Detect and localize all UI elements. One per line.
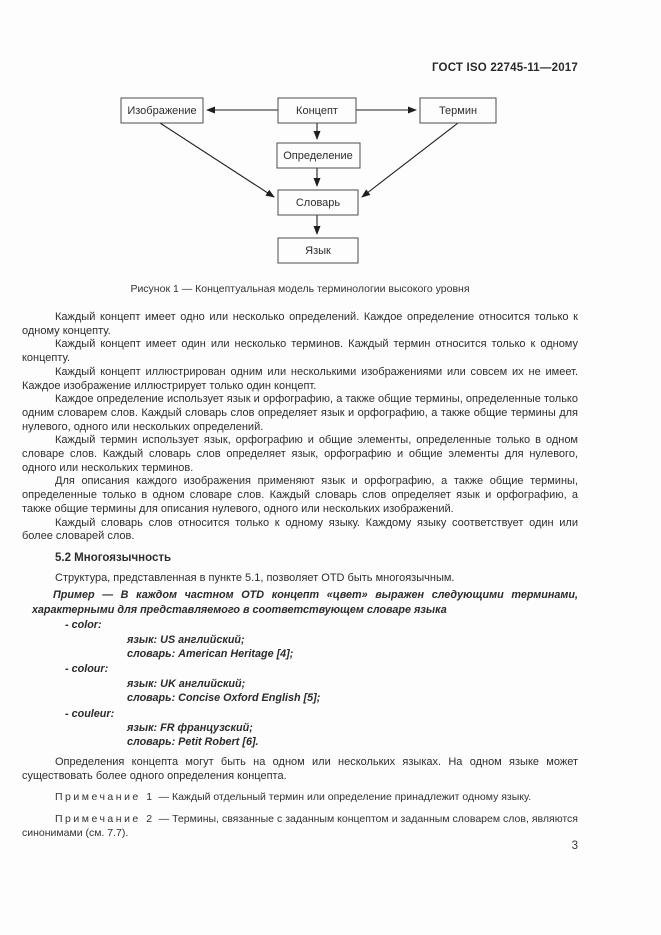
figure-caption: Рисунок 1 — Концептуальная модель термин… <box>130 283 470 295</box>
svg-text:Изображение: Изображение <box>127 105 196 117</box>
note-text: — Термины, связанные с заданным концепто… <box>22 813 578 839</box>
diagram-arrow-image-dictionary <box>159 122 275 198</box>
note-text: — Каждый отдельный термин или определени… <box>158 791 532 804</box>
svg-text:Язык: Язык <box>305 245 331 257</box>
body-paragraph: Каждый концепт имеет одно или несколько … <box>22 311 578 337</box>
example-block: Пример — В каждом частном OTD концепт «ц… <box>32 588 578 749</box>
diagram-arrow-term-dictionary <box>361 122 459 198</box>
section-intro-paragraph: Структура, представленная в пункте 5.1, … <box>55 571 455 584</box>
note-label: Примечание 2 <box>55 813 155 826</box>
diagram-node-concept: Концепт <box>277 97 357 124</box>
diagram-node-definition: Определение <box>276 142 361 169</box>
example-term: - color: <box>65 619 102 632</box>
body-paragraph: Каждое определение использует язык и орф… <box>22 393 578 433</box>
document-body: Каждый концепт имеет одно или несколько … <box>22 311 578 841</box>
example-term: - colour: <box>65 663 109 676</box>
example-detail: словарь: Concise Oxford English [5]; <box>127 692 321 705</box>
example-lead: Пример — В каждом частном OTD концепт «ц… <box>32 589 578 616</box>
body-paragraph: Каждый концепт имеет один или несколько … <box>22 338 578 365</box>
example-detail: словарь: American Heritage [4]; <box>127 647 294 660</box>
diagram-node-image: Изображение <box>120 97 204 124</box>
note: Примечание 1— Каждый отдельный термин ил… <box>22 791 578 805</box>
body-paragraph: Каждый термин использует язык, орфографи… <box>22 434 578 474</box>
example-detail: язык: US английский; <box>127 633 245 646</box>
example-detail: словарь: Petit Robert [6]. <box>127 736 259 749</box>
section-heading: 5.2 Многоязычность <box>55 551 172 564</box>
document-header: ГОСТ ISO 22745-11—2017 <box>0 0 661 74</box>
example-detail: язык: UK английский; <box>127 677 246 690</box>
diagram-node-language: Язык <box>277 237 359 264</box>
standard-number: ГОСТ ISO 22745-11—2017 <box>431 62 578 74</box>
body-paragraph: Каждый словарь слов относится только к о… <box>22 516 578 543</box>
example-detail: язык: FR французский; <box>127 722 253 735</box>
svg-text:Концепт: Концепт <box>296 105 338 117</box>
page-number: 3 <box>571 840 578 852</box>
body-paragraph: Каждый концепт иллюстрирован одним или н… <box>22 365 578 392</box>
diagram-node-term: Термин <box>419 97 497 124</box>
example-term: - couleur: <box>65 707 115 720</box>
diagram-node-dictionary: Словарь <box>277 189 359 216</box>
svg-text:Определение: Определение <box>283 150 353 162</box>
svg-text:Термин: Термин <box>439 105 477 117</box>
svg-text:Словарь: Словарь <box>296 197 341 209</box>
body-paragraph: Для описания каждого изображения применя… <box>22 475 578 515</box>
note-label: Примечание 1 <box>55 791 155 804</box>
body-paragraph: Определения концепта могут быть на одном… <box>22 755 578 782</box>
note: Примечание 2— Термины, связанные с задан… <box>22 813 578 841</box>
